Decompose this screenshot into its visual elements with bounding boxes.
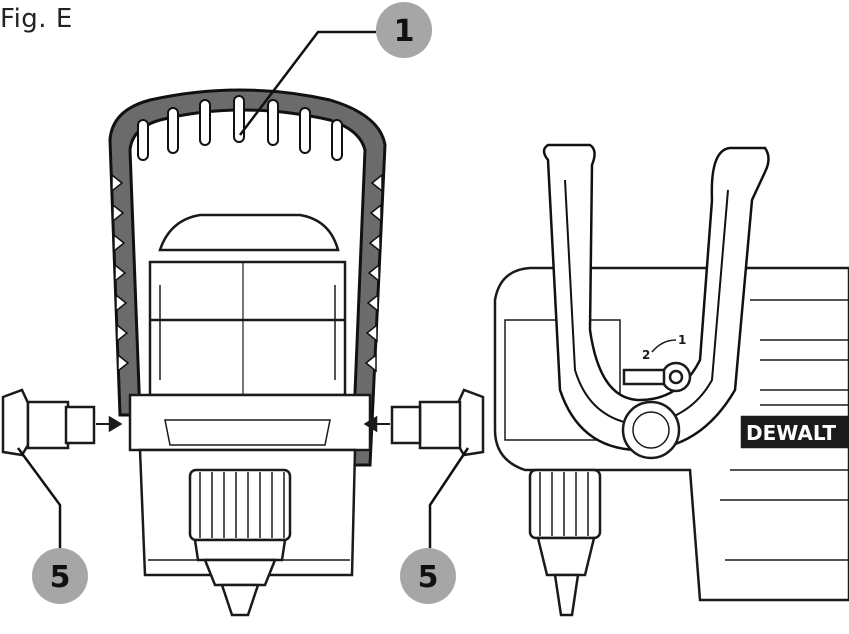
callout-5-right: 5 — [400, 448, 468, 604]
leader-line-5-left — [18, 448, 60, 548]
callout-label-5-left: 5 — [50, 560, 71, 595]
side-view-drill: DEWALT 2 1 — [495, 145, 849, 615]
callout-label-1: 1 — [394, 14, 415, 49]
side-handle-left — [3, 390, 120, 455]
side-handle-right — [366, 390, 483, 455]
speed-label-2: 2 — [642, 348, 650, 362]
callout-5-left: 5 — [18, 448, 88, 604]
figure-title: Fig. E — [0, 4, 73, 34]
speed-label-1: 1 — [678, 333, 686, 347]
callout-label-5-right: 5 — [418, 560, 439, 595]
front-view-drill — [3, 90, 483, 615]
leader-line-5-right — [430, 448, 468, 548]
brand-logo: DEWALT — [746, 421, 836, 445]
